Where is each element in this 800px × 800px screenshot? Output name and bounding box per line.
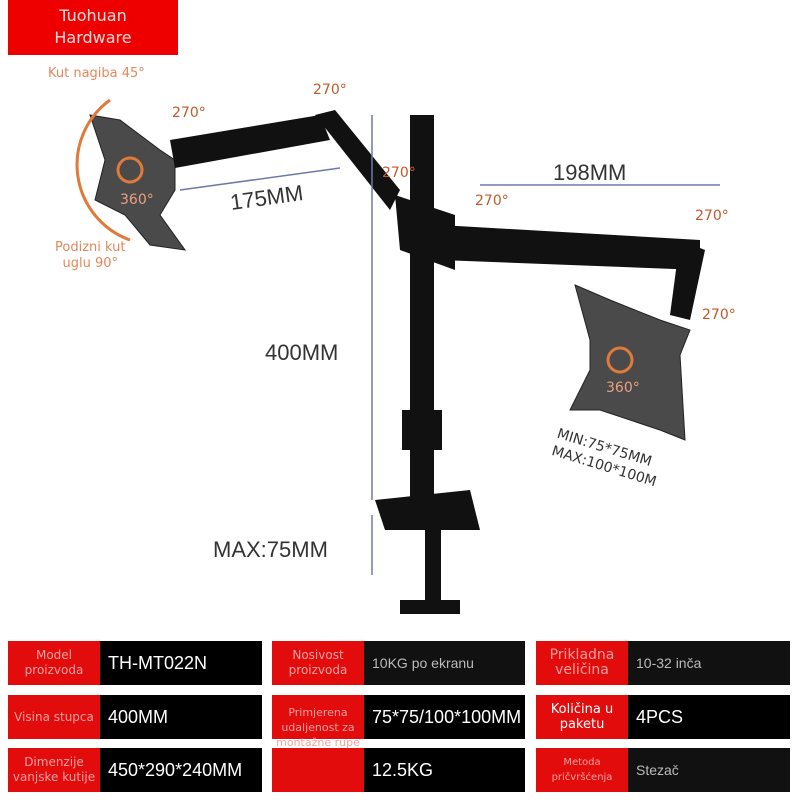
monitor-mount-illustration bbox=[75, 98, 720, 614]
spec-label bbox=[272, 748, 364, 792]
spec-value: 10-32 inča bbox=[628, 641, 790, 685]
spec-label: Model proizvoda bbox=[8, 641, 100, 685]
left-vesa-plate bbox=[89, 114, 187, 251]
right-vesa-plate bbox=[569, 284, 691, 441]
right-arm-length: 198MM bbox=[553, 160, 627, 185]
spec-value: 400MM bbox=[100, 695, 262, 739]
spec-value: 4PCS bbox=[628, 695, 790, 739]
spec-value: Stezač bbox=[628, 748, 790, 792]
clamp-max: MAX:75MM bbox=[213, 537, 328, 562]
rotation-label: 270° bbox=[172, 105, 206, 121]
tilt-angle-label: Kut nagiba 45° bbox=[48, 66, 145, 81]
spec-value: TH-MT022N bbox=[100, 641, 262, 685]
rotation-label: 270° bbox=[475, 193, 509, 209]
spin-label: 360° bbox=[606, 380, 640, 396]
spec-label: Primjerena udaljenost za montažne rupe bbox=[272, 695, 364, 749]
rotation-label: 270° bbox=[695, 208, 729, 224]
right-arm bbox=[395, 195, 705, 320]
spec-value: 75*75/100*100MM bbox=[364, 695, 525, 739]
spec-value: 12.5KG bbox=[364, 748, 525, 792]
rotation-arrows bbox=[75, 98, 634, 374]
rotation-label: 270° bbox=[382, 165, 416, 181]
spec-label: Metoda pričvršćenja bbox=[536, 748, 628, 792]
rotation-label: 270° bbox=[313, 82, 347, 98]
brand-line-2: Hardware bbox=[54, 28, 132, 47]
lift-angle-label: Podizni kut uglu 90° bbox=[55, 240, 125, 272]
spec-label: Visina stupca bbox=[8, 695, 100, 739]
brand-line-1: Tuohuan bbox=[59, 6, 127, 25]
spec-label: Količina u paketu bbox=[536, 695, 628, 739]
left-arm bbox=[170, 110, 400, 210]
spec-label: Nosivost proizvoda bbox=[272, 641, 364, 685]
spec-label: Prikladna veličina bbox=[536, 641, 628, 685]
lift-angle-line-2: uglu 90° bbox=[62, 256, 118, 271]
pole bbox=[375, 115, 480, 614]
rotation-label: 270° bbox=[702, 307, 736, 323]
spin-label: 360° bbox=[120, 192, 154, 208]
lift-angle-line-1: Podizni kut bbox=[55, 240, 126, 255]
spec-label: Dimenzije vanjske kutije bbox=[8, 748, 100, 792]
pole-height: 400MM bbox=[265, 340, 339, 365]
brand-logo: Tuohuan Hardware bbox=[8, 0, 178, 55]
dimension-lines bbox=[179, 115, 720, 575]
spec-value: 10KG po ekranu bbox=[364, 641, 525, 685]
spec-cell: 12.5KG bbox=[272, 748, 525, 792]
spec-value: 450*290*240MM bbox=[100, 748, 262, 792]
